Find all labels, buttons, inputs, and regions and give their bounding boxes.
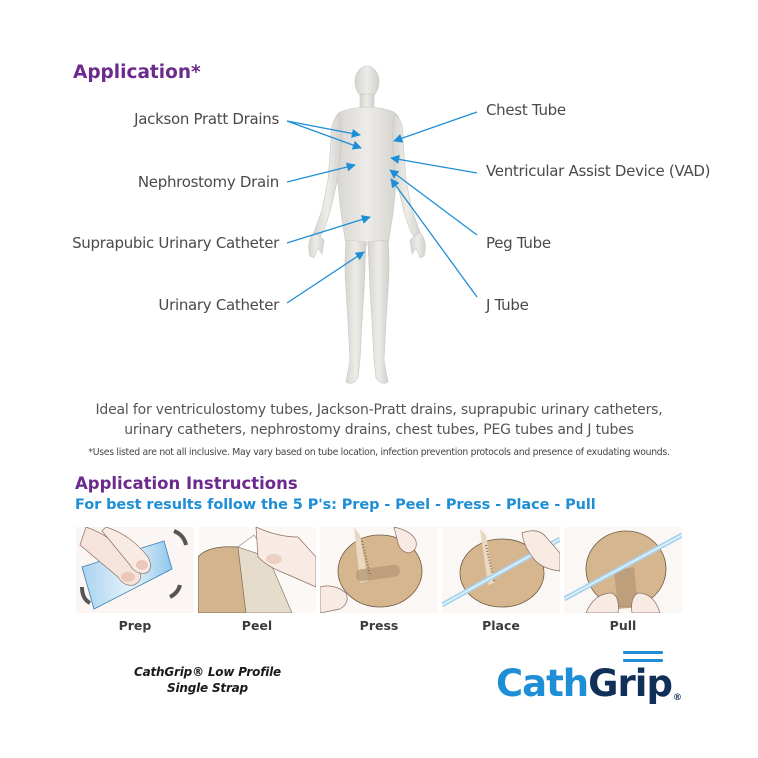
step-pull-label: Pull — [609, 618, 637, 633]
step-press-image — [320, 527, 438, 613]
product-name-line-1: CathGrip® Low Profile — [134, 665, 281, 679]
pull-illustration-icon — [564, 527, 682, 613]
logo-bar-bottom — [623, 659, 663, 662]
step-place-label: Place — [482, 618, 520, 633]
label-j-tube: J Tube — [486, 296, 529, 314]
instructions-subtitle: For best results follow the 5 P's: Prep … — [75, 497, 596, 513]
label-peg-tube: Peg Tube — [486, 234, 551, 252]
step-peel-label: Peel — [241, 618, 273, 633]
step-peel-image — [198, 527, 316, 613]
step-prep-image — [76, 527, 194, 613]
logo-bar-top — [623, 651, 663, 654]
instructions-heading: Application Instructions — [75, 474, 298, 493]
logo-wordmark: CathGrip® — [496, 662, 682, 706]
step-place-image — [442, 527, 560, 613]
label-jackson-pratt-drains: Jackson Pratt Drains — [134, 110, 279, 128]
cathgrip-logo: CathGrip® — [496, 648, 682, 714]
peel-illustration-icon — [198, 527, 316, 613]
prep-illustration-icon — [76, 527, 194, 613]
human-body-illustration — [308, 65, 426, 384]
step-press-label: Press — [359, 618, 399, 633]
application-heading: Application* — [73, 62, 201, 83]
logo-cath: Cath — [496, 662, 589, 705]
label-urinary-catheter: Urinary Catheter — [158, 296, 279, 314]
label-nephrostomy-drain: Nephrostomy Drain — [137, 173, 279, 191]
product-name-line-2: Single Strap — [167, 681, 248, 695]
press-illustration-icon — [320, 527, 438, 613]
label-suprapubic-urinary-catheter: Suprapubic Urinary Catheter — [72, 234, 279, 252]
label-vad: Ventricular Assist Device (VAD) — [486, 162, 711, 180]
registered-mark-icon: ® — [672, 693, 682, 703]
step-pull-image — [564, 527, 682, 613]
description-line-1: Ideal for ventriculostomy tubes, Jackson… — [95, 402, 663, 418]
label-chest-tube: Chest Tube — [486, 101, 566, 119]
step-prep-label: Prep — [118, 618, 152, 633]
logo-grip: Grip — [588, 662, 673, 705]
pointer-arrows — [286, 111, 478, 304]
footnote: *Uses listed are not all inclusive. May … — [88, 447, 670, 458]
description-line-2: urinary catheters, nephrostomy drains, c… — [124, 422, 634, 438]
product-name: CathGrip® Low Profile Single Strap — [120, 664, 295, 696]
place-illustration-icon — [442, 527, 560, 613]
